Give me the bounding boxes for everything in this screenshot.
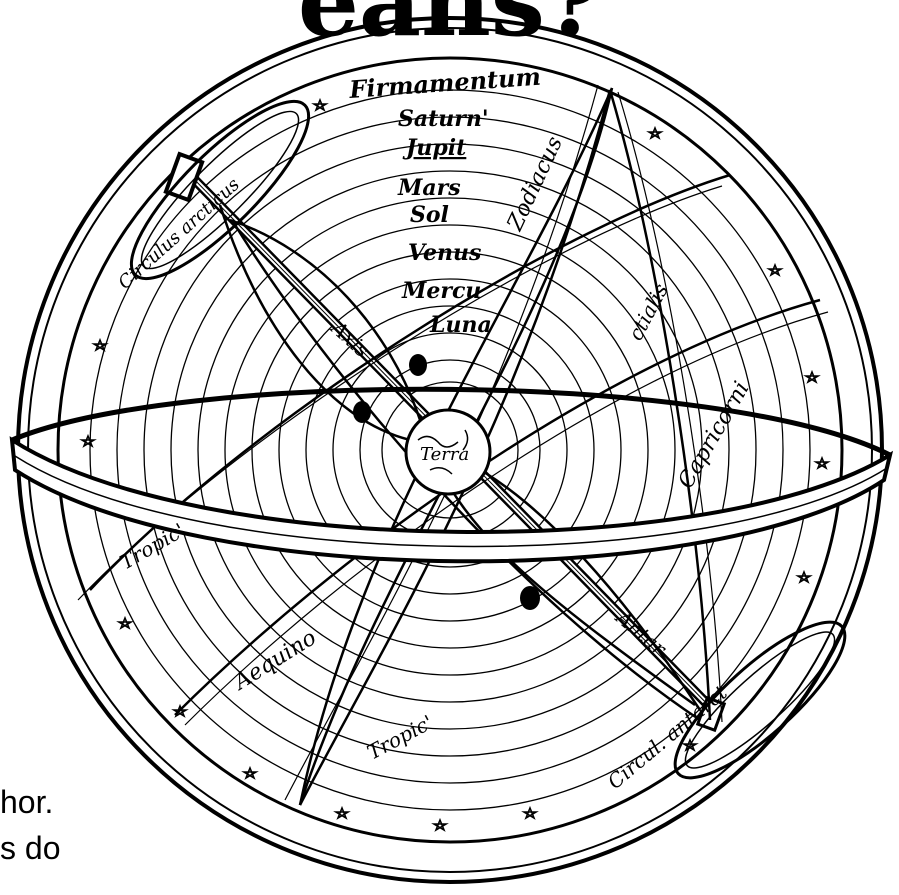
body-text-line-1: hor. — [0, 784, 53, 820]
label-mercury: Mercu — [401, 278, 481, 304]
label-venus: Venus — [408, 240, 481, 266]
body-text-line-2: s do — [0, 830, 60, 866]
label-sol: Sol — [410, 202, 449, 228]
label-zodiacus: Zodiacus — [502, 133, 568, 236]
label-luna: Luna — [429, 312, 492, 338]
label-jupiter: Jupit — [402, 135, 466, 161]
label-firmamentum: Firmamentum — [347, 62, 541, 104]
label-terra: Terra — [420, 444, 469, 465]
label-saturn: Saturn' — [398, 106, 489, 132]
label-mars: Mars — [397, 175, 461, 201]
